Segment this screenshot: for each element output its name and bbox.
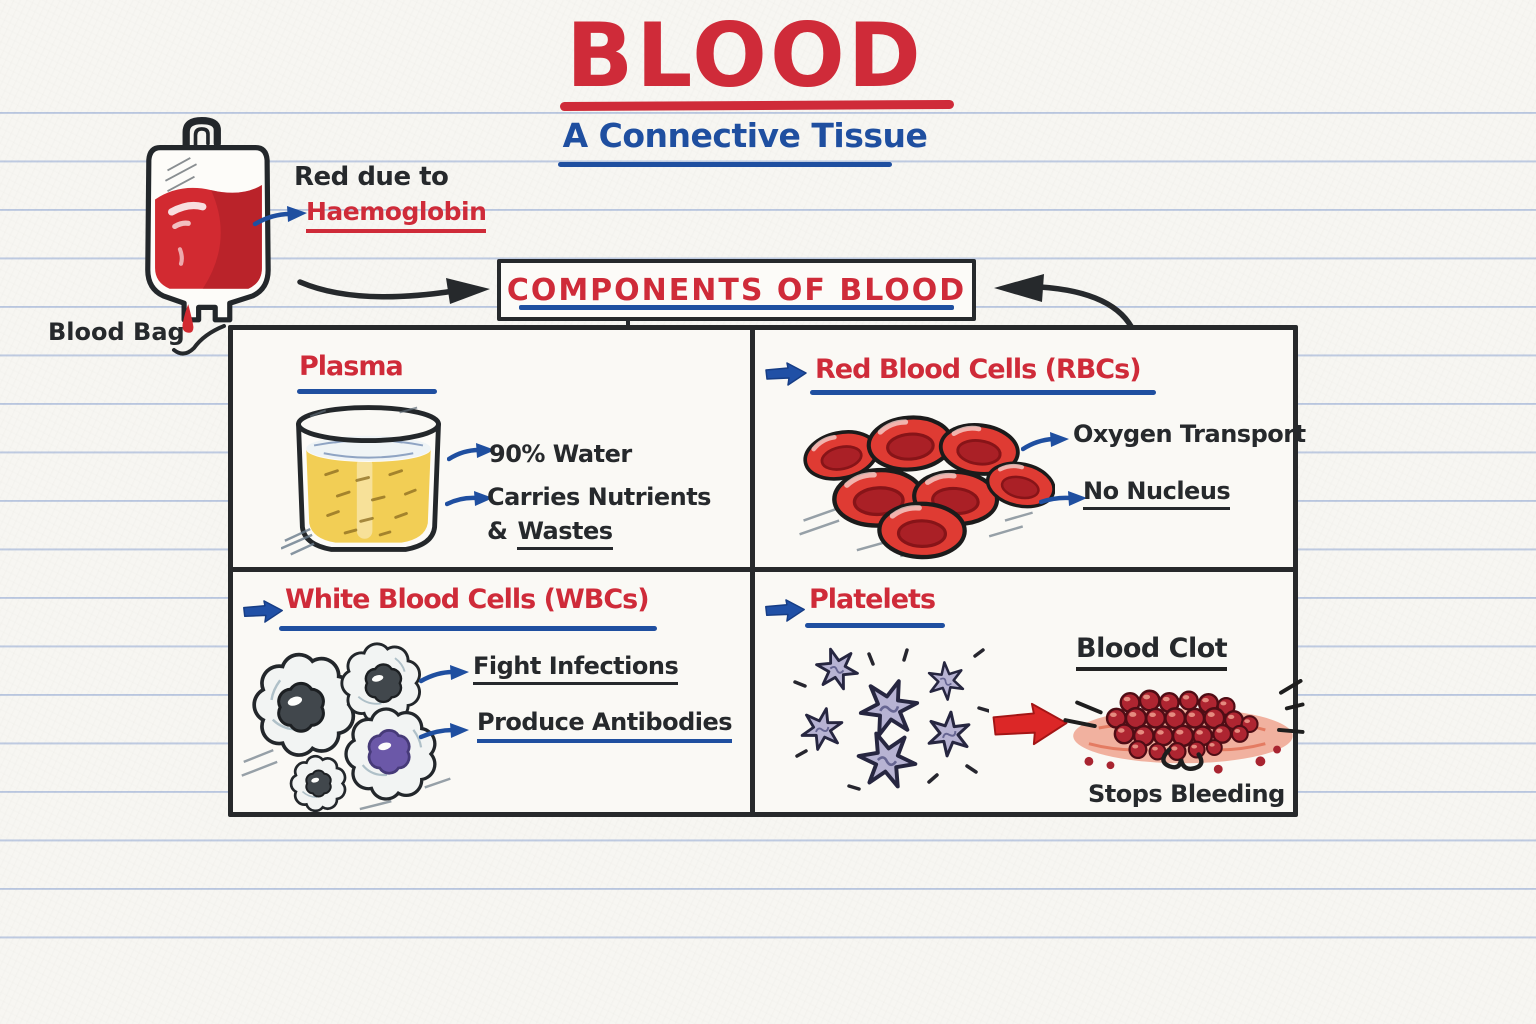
rbc-oxygen-arrow-icon <box>1021 432 1069 452</box>
blood-bag-caption: Blood Bag <box>48 318 185 346</box>
clot-arrow-icon <box>992 702 1068 746</box>
platelets-title-underline <box>805 623 945 628</box>
rbc-fact-nucleus: No Nucleus <box>1083 477 1231 510</box>
rbc-pointer-arrow-icon <box>765 362 807 386</box>
plasma-fact-wastes-prefix: & <box>487 517 508 545</box>
page-title: BLOOD <box>566 4 924 107</box>
plasma-water-arrow-icon <box>447 443 495 462</box>
components-label: COMPONENTS OF BLOOD <box>506 273 967 308</box>
wbc-fact-antibodies-text: Produce Antibodies <box>477 708 733 743</box>
wbc-cells-illustration <box>241 642 451 813</box>
blood-bag-illustration <box>145 116 271 333</box>
blood-clot-illustration <box>1063 679 1305 774</box>
wbc-fact-infections: Fight Infections <box>473 652 679 685</box>
wbc-infections-arrow-icon <box>419 665 469 684</box>
blood-bag-caption-connector <box>172 324 226 356</box>
plasma-fact-nutrients: Carries Nutrients <box>487 483 711 511</box>
table-horizontal-divider <box>233 567 1293 572</box>
haemoglobin-note-line2: Haemoglobin <box>306 197 487 233</box>
platelets-clot-title: Blood Clot <box>1076 633 1228 671</box>
rbc-cells-illustration <box>793 404 1055 562</box>
wbc-fact-antibodies: Produce Antibodies <box>477 708 733 743</box>
rbc-fact-oxygen: Oxygen Transport <box>1073 420 1306 448</box>
plasma-fact-wastes: &Wastes <box>487 517 613 550</box>
rbc-title-underline <box>810 390 1156 395</box>
wbc-title: White Blood Cells (WBCs) <box>285 584 650 615</box>
wbc-antibodies-arrow-icon <box>419 723 469 740</box>
platelets-pointer-arrow-icon <box>765 599 805 622</box>
curved-arrow-right-icon <box>994 274 1137 335</box>
components-table: Plasma 90% Water Carries Nutrients &Wast… <box>228 325 1306 817</box>
platelets-title: Platelets <box>809 584 936 615</box>
page-subtitle: A Connective Tissue <box>562 116 928 155</box>
subtitle-underline <box>558 162 892 167</box>
plasma-nutrients-arrow-icon <box>445 491 493 507</box>
wbc-fact-infections-text: Fight Infections <box>473 652 679 685</box>
plasma-fact-water: 90% Water <box>489 440 632 468</box>
rbc-fact-nucleus-text: No Nucleus <box>1083 477 1231 510</box>
haemoglobin-note-line1: Red due to <box>294 162 449 192</box>
title-underline <box>559 99 955 112</box>
plasma-title: Plasma <box>299 351 404 382</box>
wbc-pointer-arrow-icon <box>243 600 283 623</box>
components-underline <box>519 305 954 310</box>
plasma-beaker-illustration <box>281 405 441 556</box>
components-box: COMPONENTS OF BLOOD <box>497 259 976 321</box>
rbc-nucleus-arrow-icon <box>1039 491 1087 506</box>
haemoglobin-arrow-icon <box>252 206 307 227</box>
curved-arrow-left-icon <box>297 278 490 304</box>
plasma-title-underline <box>297 389 437 394</box>
platelets-clot-caption: Stops Bleeding <box>1088 780 1285 808</box>
plasma-fact-wastes-word: Wastes <box>517 517 613 550</box>
wbc-title-underline <box>279 626 657 631</box>
rbc-title: Red Blood Cells (RBCs) <box>815 354 1142 385</box>
platelets-stars-illustration <box>793 646 989 791</box>
